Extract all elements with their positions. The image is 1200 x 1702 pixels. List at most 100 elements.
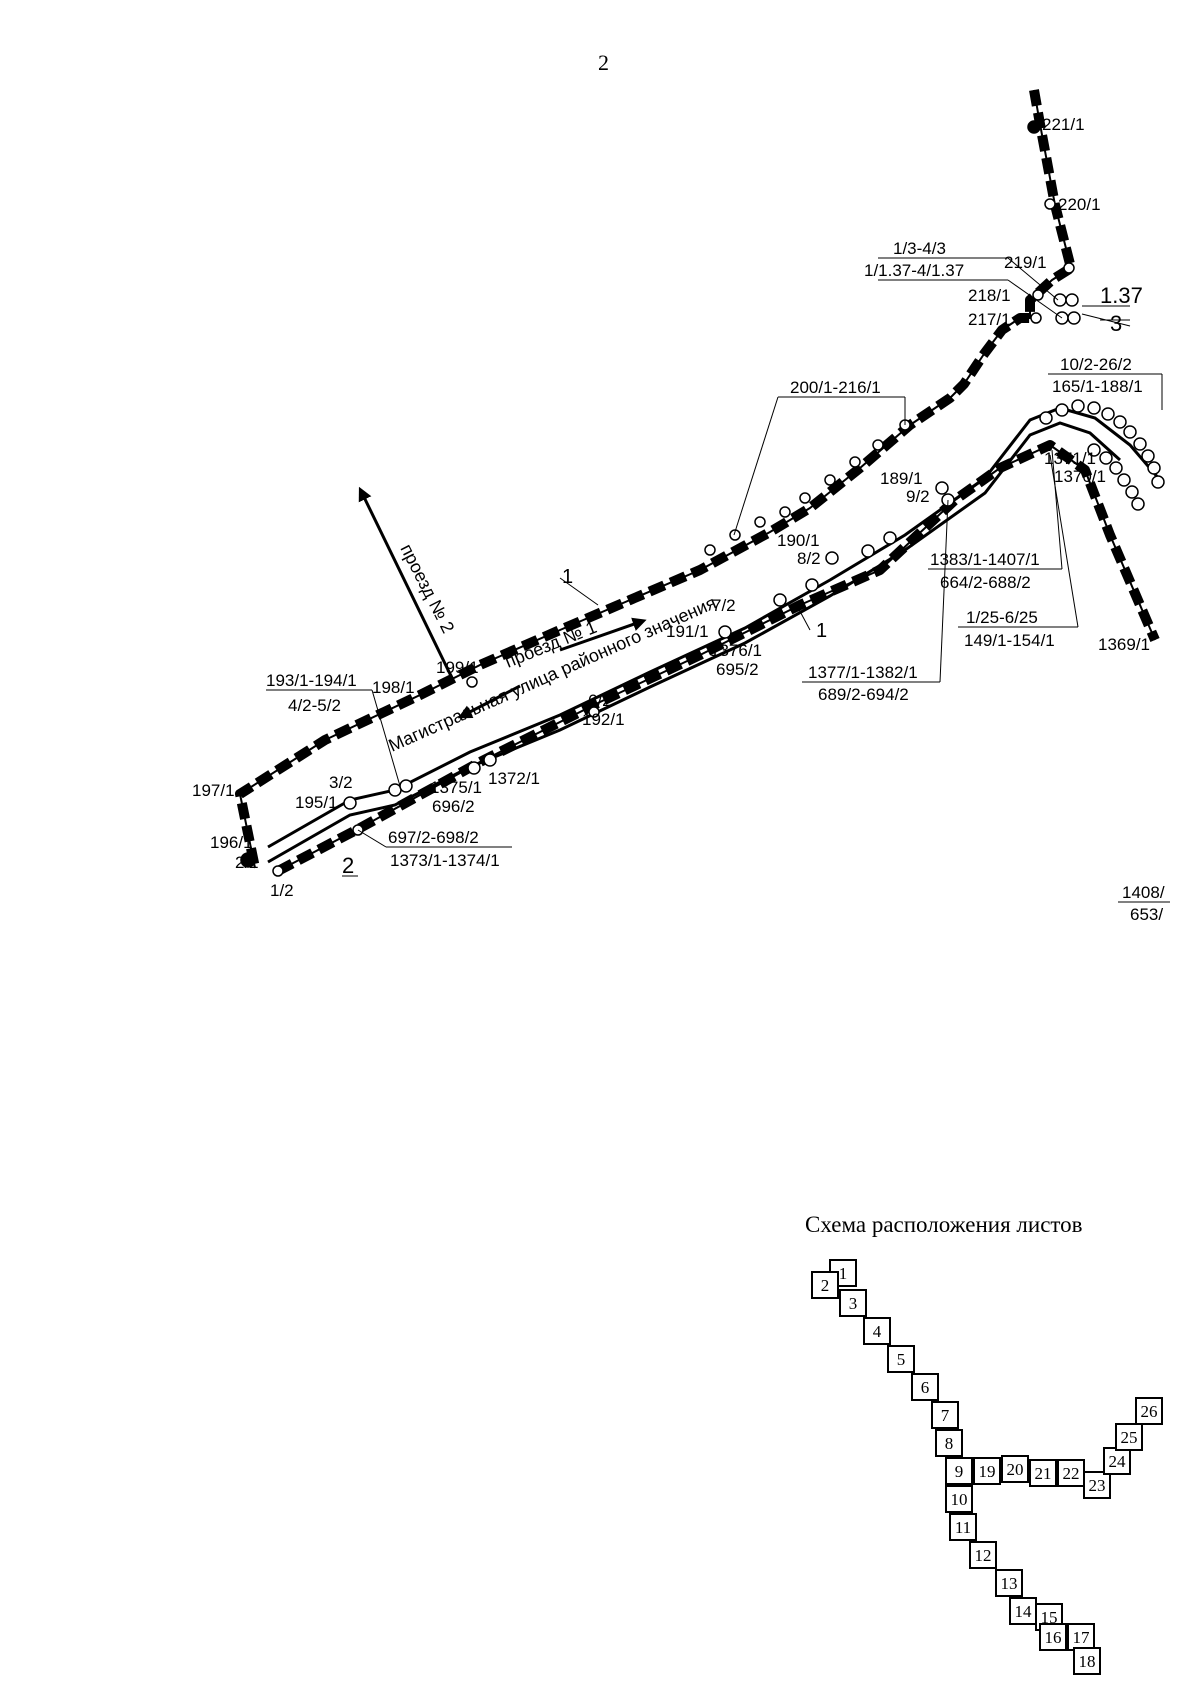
sheet-box-26: [1135, 1397, 1163, 1425]
point-label: 198/1: [372, 678, 415, 697]
sheet-box-9: [945, 1457, 973, 1485]
sheet-number: 16: [1045, 1628, 1062, 1647]
point-label: 9/2: [906, 487, 930, 506]
sheet-number: 23: [1089, 1476, 1106, 1495]
sheet-box-25: [1115, 1423, 1143, 1451]
range-label-top: 200/1-216/1: [790, 378, 881, 397]
sheet-box-2: [811, 1271, 839, 1299]
range-label-bottom: 1373/1-1374/1: [390, 851, 500, 870]
point-label: 192/1: [582, 710, 625, 729]
sheet-box-11: [949, 1513, 977, 1541]
point-label: 1369/1: [1098, 635, 1150, 654]
sheet-number: 14: [1015, 1602, 1033, 1621]
range-label-bottom: 165/1-188/1: [1052, 377, 1143, 396]
point-label: 1375/1: [430, 778, 482, 797]
sheet-number: 4: [873, 1322, 882, 1341]
point-label: 221/1: [1042, 115, 1085, 134]
range-label-bottom: 664/2-688/2: [940, 573, 1031, 592]
point-label: 220/1: [1058, 195, 1101, 214]
range-label-top: 193/1-194/1: [266, 671, 357, 690]
leader-lines: [266, 257, 1170, 903]
sheet-box-4: [863, 1317, 891, 1345]
sheet-box-13: [995, 1569, 1023, 1597]
range-label-top: 1408/: [1122, 883, 1165, 902]
sheet-number: 20: [1007, 1460, 1024, 1479]
sheet-number: 6: [921, 1378, 930, 1397]
sheet-number: 21: [1035, 1464, 1052, 1483]
point-label: 218/1: [968, 286, 1011, 305]
sheet-number: 10: [951, 1490, 968, 1509]
point-label: 6/2: [588, 691, 612, 710]
point-label: 196/1: [210, 833, 253, 852]
sheet-box-8: [935, 1429, 963, 1457]
point-label: 199/1: [436, 658, 479, 677]
point-label: 2/2: [235, 853, 259, 872]
passage-1-arrow-right: [559, 617, 647, 652]
contour-1-bottom-label: 1: [816, 620, 827, 642]
sheet-box-19: [973, 1457, 1001, 1485]
range-label-top: 10/2-26/2: [1060, 355, 1132, 374]
range-label-bottom: 1/1.37-4/1.37: [864, 261, 964, 280]
point-label: 3/2: [329, 773, 353, 792]
point-label: 1371/1: [1044, 449, 1096, 468]
sheet-box-5: [887, 1345, 915, 1373]
point-label: 195/1: [295, 793, 338, 812]
sheet-box-22: [1057, 1459, 1085, 1487]
passage-1-arrow-left: [457, 684, 521, 719]
sheet-number: 2: [821, 1276, 830, 1295]
range-label-top: 697/2-698/2: [388, 828, 479, 847]
sheet-box-18: [1073, 1647, 1101, 1675]
road-lines: [267, 406, 1162, 864]
point-label: 696/2: [432, 797, 475, 816]
sheet-scheme-title: Схема расположения листов: [805, 1212, 1083, 1237]
sheet-number: 7: [941, 1406, 950, 1425]
point-label: 197/1: [192, 781, 235, 800]
sheet-number: 26: [1141, 1402, 1158, 1421]
sheet-number: 25: [1121, 1428, 1138, 1447]
sheet-box-7: [931, 1401, 959, 1429]
sheet-number: 3: [849, 1294, 858, 1313]
point-label: 191/1: [666, 622, 709, 641]
point-label: 217/1: [968, 310, 1011, 329]
sheet-box-12: [969, 1541, 997, 1569]
range-label-top: 1/25-6/25: [966, 608, 1038, 627]
sheet-number: 19: [979, 1462, 996, 1481]
range-label-top: 1/3-4/3: [893, 239, 946, 258]
contour-1-boundary: [235, 89, 1076, 869]
sheet-layout-numbers: 1 2 3 4 5 6 7 8 9 10 11 12 13 14 15 16 1…: [821, 1264, 1158, 1671]
sheet-number: 8: [945, 1434, 954, 1453]
sheet-box-20: [1001, 1455, 1029, 1483]
sheet-number: 17: [1073, 1628, 1091, 1647]
sheet-number: 13: [1001, 1574, 1018, 1593]
point-label: 1372/1: [488, 769, 540, 788]
sheet-box-16: [1039, 1623, 1067, 1651]
page-number: 2: [598, 50, 609, 75]
point-label: 189/1: [880, 469, 923, 488]
sheet-box-3: [839, 1289, 867, 1317]
sheet-number: 15: [1041, 1608, 1058, 1627]
sheet-number: 1: [839, 1264, 848, 1283]
point-markers: [240, 120, 1165, 877]
sheet-number: 11: [955, 1518, 971, 1537]
sheet-box-21: [1029, 1459, 1057, 1487]
range-label-bottom: 4/2-5/2: [288, 696, 341, 715]
sheet-layout-scheme: [811, 1259, 1163, 1675]
range-label-bottom: 653/: [1130, 905, 1163, 924]
range-label-top: 1383/1-1407/1: [930, 550, 1040, 569]
point-label: 190/1: [777, 531, 820, 550]
sheet-box-6: [911, 1373, 939, 1401]
sheet-number: 18: [1079, 1652, 1096, 1671]
point-label: 1/2: [270, 881, 294, 900]
point-label: 219/1: [1004, 253, 1047, 272]
point-label: 1376/1: [710, 641, 762, 660]
sheet-number: 24: [1109, 1452, 1127, 1471]
passage-2-arrow: [358, 486, 454, 679]
contour-2-label: 2: [342, 853, 354, 878]
point-label: 7/2: [712, 596, 736, 615]
passage-2-label: проезд № 2: [396, 541, 458, 637]
sheet-number: 9: [955, 1462, 964, 1481]
sheet-number: 22: [1063, 1464, 1080, 1483]
sheet-number: 5: [897, 1350, 906, 1369]
